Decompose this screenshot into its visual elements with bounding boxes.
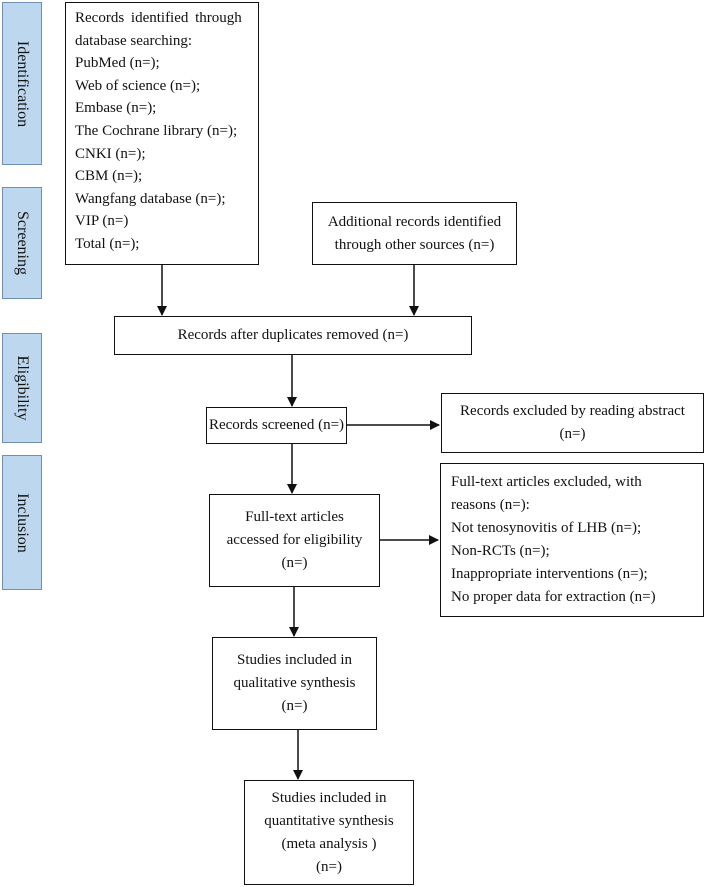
- box-line: Not tenosynovitis of LHB (n=);: [451, 520, 642, 536]
- box-line: Records screened (n=): [208, 417, 345, 433]
- phase-screening: Screening: [2, 187, 42, 299]
- box-line: Full-text articles excluded, with: [451, 474, 642, 490]
- records-screened-box: Records screened (n=): [206, 407, 347, 444]
- box-line: (n=): [559, 426, 586, 442]
- box-line: (n=): [316, 858, 342, 875]
- phase-inclusion: Inclusion: [2, 455, 42, 590]
- phase-eligibility: Eligibility: [2, 333, 42, 443]
- box-line: Non-RCTs (n=);: [451, 543, 550, 559]
- duplicates-removed-box: Records after duplicates removed (n=): [114, 316, 472, 355]
- box-line: Records identified through: [75, 10, 242, 26]
- box-line: The Cochrane library (n=);: [75, 122, 238, 139]
- box-line: database searching:: [75, 32, 193, 49]
- box-line: Embase (n=);: [75, 100, 157, 117]
- quantitative-synthesis-box: Studies included in quantitative synthes…: [244, 780, 414, 885]
- box-line: quantitative synthesis: [264, 812, 394, 829]
- box-line: (n=): [281, 555, 308, 571]
- box-line: qualitative synthesis: [233, 675, 356, 691]
- phase-identification: Identification: [2, 2, 42, 165]
- box-line: accessed for eligibility: [226, 532, 363, 548]
- box-line: Total (n=);: [75, 235, 140, 252]
- box-line: VIP (n=): [75, 213, 129, 230]
- box-line: No proper data for extraction (n=): [451, 589, 656, 605]
- box-line: (n=): [281, 698, 308, 714]
- qualitative-synthesis-box: Studies included in qualitative synthesi…: [212, 637, 377, 730]
- fulltext-eligibility-box: Full-text articles accessed for eligibil…: [209, 494, 380, 587]
- box-line: Records after duplicates removed (n=): [177, 327, 409, 343]
- box-line: reasons (n=):: [451, 497, 530, 513]
- other-sources-box: Additional records identified through ot…: [312, 202, 517, 265]
- box-line: CBM (n=);: [75, 168, 143, 185]
- box-line: Full-text articles: [245, 509, 344, 525]
- excluded-abstract-box: Records excluded by reading abstract (n=…: [441, 393, 704, 453]
- box-line: Inappropriate interventions (n=);: [451, 566, 648, 582]
- box-line: Records excluded by reading abstract: [460, 403, 685, 419]
- box-line: Additional records identified: [327, 213, 502, 230]
- box-line: CNKI (n=);: [75, 145, 146, 162]
- database-search-box: Records identified through database sear…: [65, 2, 259, 265]
- box-line: Studies included in: [271, 789, 387, 806]
- box-line: PubMed (n=);: [75, 55, 160, 72]
- fulltext-excluded-box: Full-text articles excluded, with reason…: [440, 463, 704, 617]
- box-line: Web of science (n=);: [75, 77, 201, 94]
- box-line: (meta analysis ): [281, 835, 377, 852]
- box-line: Studies included in: [237, 652, 352, 668]
- box-line: Wangfang database (n=);: [75, 190, 226, 207]
- box-line: through other sources (n=): [334, 236, 495, 253]
